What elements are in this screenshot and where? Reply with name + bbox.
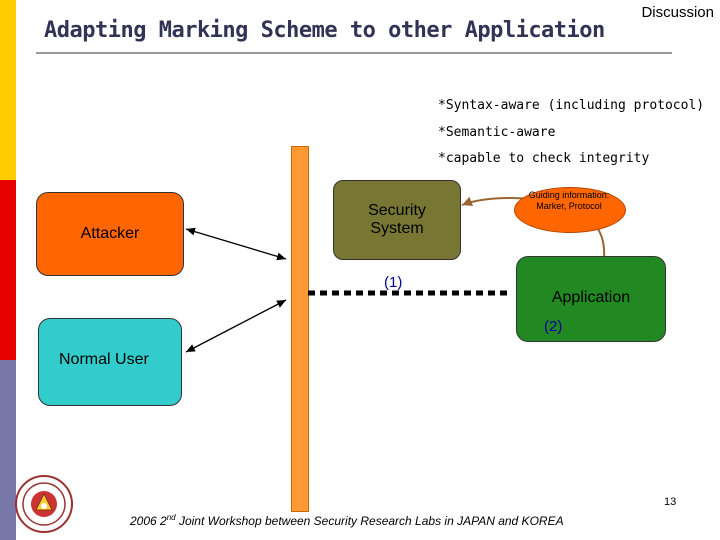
guiding-line2: Marker, Protocol [536,201,602,211]
university-seal-icon [15,475,73,533]
security-system-node: Security System [333,180,461,260]
step-2-label: (2) [544,318,563,335]
slide-title: Adapting Marking Scheme to other Applica… [44,18,605,43]
normal-user-arrow [185,299,287,353]
bullet-syntax: *Syntax-aware (including protocol) [438,98,705,113]
attacker-label: Attacker [80,225,140,242]
page-number: 13 [664,496,677,508]
section-tag: Discussion [641,4,714,21]
title-divider [36,52,672,54]
guiding-info-bubble [514,187,626,233]
application-node: Application [516,256,666,342]
normal-user-node: Normal User [38,318,182,406]
bullet-semantic: *Semantic-aware [438,125,556,140]
attacker-arrow [185,227,287,261]
left-bar-yellow [0,0,16,180]
left-bar-purple [0,360,16,540]
application-label: Application [551,289,631,306]
normal-user-label: Normal User [59,351,149,368]
footer-text: 2006 2nd Joint Workshop between Security… [130,513,564,528]
left-bar-red [0,180,16,360]
footer-rest: Joint Workshop between Security Research… [175,514,564,528]
attacker-node: Attacker [36,192,184,276]
guiding-info-text: Guiding information: Marker, Protocol [514,190,624,212]
security-label-line2: System [370,220,424,237]
security-label-line1: Security [368,202,426,219]
firewall-bar [291,146,309,512]
guiding-line1: Guiding information: [528,190,610,200]
footer-sup: nd [166,513,176,522]
bullet-integrity: *capable to check integrity [438,151,650,166]
step-1-label: (1) [384,274,403,291]
footer-year: 2006 2 [130,514,167,528]
